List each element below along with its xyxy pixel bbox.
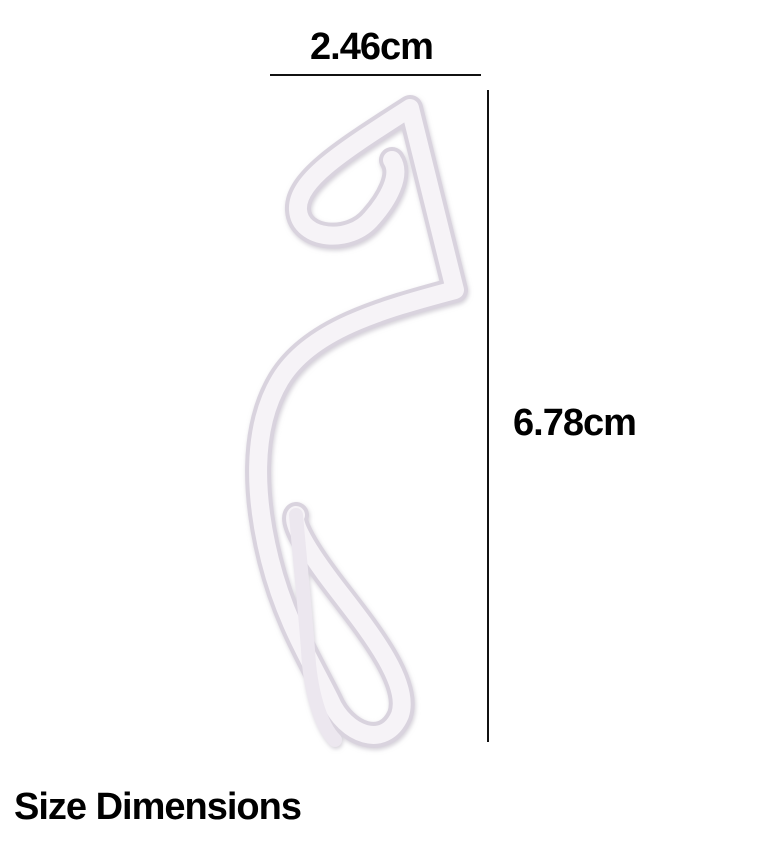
- height-dimension-line: [487, 90, 489, 742]
- height-dimension-label: 6.78cm: [513, 402, 637, 444]
- size-dimensions-caption: Size Dimensions: [14, 786, 302, 828]
- width-dimension-label: 2.46cm: [310, 26, 434, 68]
- width-dimension-line: [270, 74, 481, 76]
